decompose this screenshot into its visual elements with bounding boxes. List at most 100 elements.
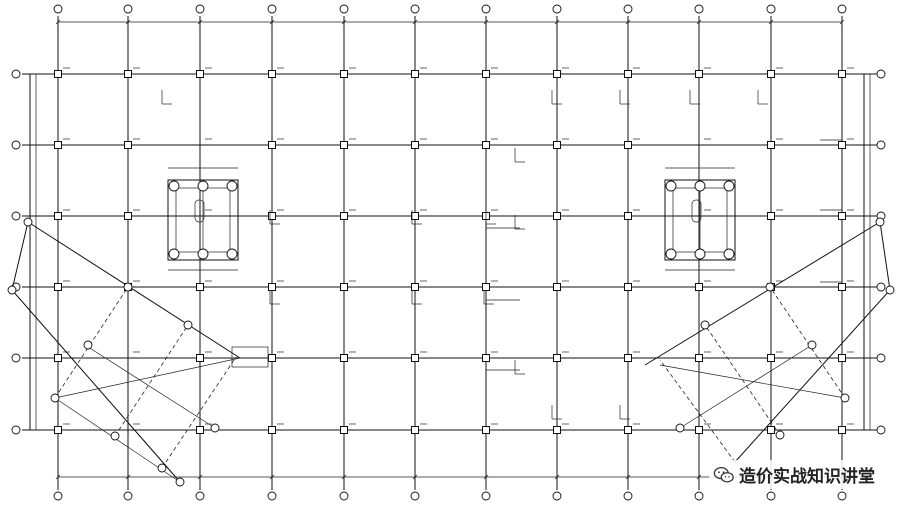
column [124, 141, 132, 149]
column [838, 70, 846, 78]
axis-bubble-bottom [694, 491, 704, 501]
wing-bubble-right [885, 285, 895, 295]
column [767, 212, 775, 220]
column [411, 141, 419, 149]
column [340, 426, 348, 434]
column [411, 70, 419, 78]
column [340, 354, 348, 362]
core-pile [665, 248, 677, 260]
wing-bubble-left [175, 477, 185, 487]
wing-bubble-left [123, 282, 133, 292]
column [838, 354, 846, 362]
core-pile [665, 180, 677, 192]
column [767, 141, 775, 149]
core-pile [694, 180, 706, 192]
core-opening [691, 199, 702, 223]
column [553, 283, 561, 291]
wing-dash-right [659, 359, 736, 463]
column [482, 426, 490, 434]
column [624, 70, 632, 78]
core-pile [226, 180, 238, 192]
stair-core-right [664, 179, 736, 261]
axis-bubble-top [195, 4, 205, 14]
column [482, 141, 490, 149]
axis-bubble-left [11, 211, 21, 221]
axis-bubble-bottom [123, 491, 133, 501]
wing-bubble-left [110, 431, 120, 441]
column [624, 141, 632, 149]
wing-bubble-left [23, 217, 33, 227]
core-pile [723, 248, 735, 260]
axis-bubble-bottom [481, 491, 491, 501]
axis-bubble-left [11, 140, 21, 150]
watermark: 造价实战知识讲堂 [709, 460, 879, 489]
watermark-text: 造价实战知识讲堂 [739, 467, 875, 487]
column [482, 283, 490, 291]
wing-edge-right [644, 221, 881, 366]
core-pile [723, 180, 735, 192]
column [54, 354, 62, 362]
axis-bubble-top [410, 4, 420, 14]
column [268, 426, 276, 434]
wing-bubble-right [765, 282, 775, 292]
column [268, 283, 276, 291]
wing-bubble-left [183, 320, 193, 330]
core-pile [197, 248, 209, 260]
column [268, 141, 276, 149]
column [268, 354, 276, 362]
axis-bubble-bottom [267, 491, 277, 501]
axis-bubble-left [11, 425, 21, 435]
axis-bubble-bottom [195, 491, 205, 501]
column [553, 212, 561, 220]
axis-bubble-right [876, 353, 886, 363]
column [124, 70, 132, 78]
core-pile [168, 180, 180, 192]
column [695, 354, 703, 362]
axis-bubble-top [694, 4, 704, 14]
axis-bubble-bottom [410, 491, 420, 501]
core-pile [197, 180, 209, 192]
axis-bubble-right [876, 425, 886, 435]
wing-beam-left [84, 344, 216, 429]
wing-bubble-right [675, 423, 685, 433]
axis-bubble-bottom [53, 491, 63, 501]
axis-bubble-left [11, 353, 21, 363]
wing-beam-right [659, 364, 846, 399]
wechat-icon [713, 466, 734, 483]
axis-bubble-right [876, 69, 886, 79]
axis-bubble-left [11, 69, 21, 79]
axis-bubble-bottom [766, 491, 776, 501]
axis-bubble-top [339, 4, 349, 14]
column [767, 426, 775, 434]
column [838, 212, 846, 220]
column [553, 354, 561, 362]
wing-edge-right [879, 221, 891, 291]
axis-bubble-bottom [552, 491, 562, 501]
column [695, 70, 703, 78]
stair-core-left [167, 179, 239, 261]
core-opening [194, 199, 205, 223]
column [268, 212, 276, 220]
axis-bubble-top [53, 4, 63, 14]
column [196, 70, 204, 78]
column [54, 212, 62, 220]
column [838, 141, 846, 149]
column [340, 70, 348, 78]
column [624, 212, 632, 220]
column [411, 426, 419, 434]
axis-bubble-top [837, 4, 847, 14]
column [695, 426, 703, 434]
wing-dash-right [704, 324, 781, 436]
column [624, 354, 632, 362]
axis-bubble-top [481, 4, 491, 14]
column [196, 426, 204, 434]
column [196, 354, 204, 362]
axis-bubble-top [552, 4, 562, 14]
column [553, 426, 561, 434]
column [54, 141, 62, 149]
column [838, 283, 846, 291]
column [482, 70, 490, 78]
wing-bubble-left [157, 463, 167, 473]
wing-bubble-right [807, 340, 817, 350]
